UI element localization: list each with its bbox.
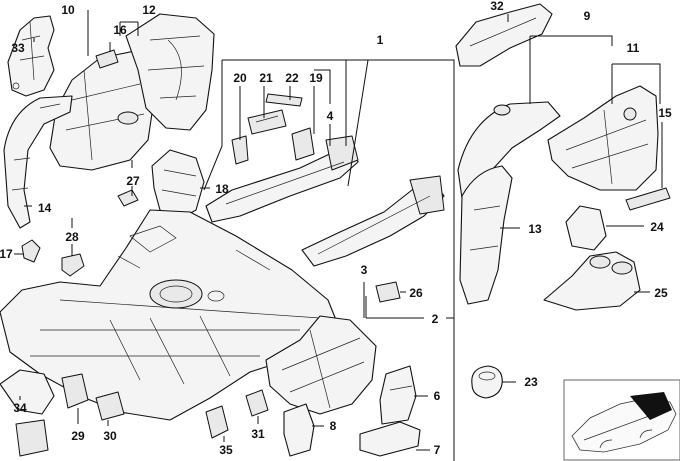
- callout-31: 31: [251, 427, 265, 441]
- callout-4: 4: [327, 109, 334, 123]
- callout-3: 3: [361, 263, 368, 277]
- part-15-strip: [625, 187, 671, 211]
- part-24-bracket: [565, 205, 607, 251]
- callout-22: 22: [285, 71, 299, 85]
- callout-16: 16: [113, 23, 127, 37]
- part-34-bracket: [0, 369, 55, 457]
- callout-30: 30: [103, 429, 117, 443]
- callout-24: 24: [650, 220, 664, 234]
- part-11-wheel-house-inner: [547, 85, 659, 191]
- part-19-bracket: [291, 127, 315, 161]
- callout-1: 1: [377, 33, 384, 47]
- callout-18: 18: [215, 182, 229, 196]
- callout-15: 15: [658, 106, 672, 120]
- callout-10: 10: [61, 3, 75, 17]
- part-16-bracket: [95, 49, 119, 69]
- part-27-bracket: [117, 189, 139, 207]
- callout-33: 33: [11, 41, 25, 55]
- callout-35: 35: [219, 443, 233, 457]
- callout-25: 25: [654, 286, 668, 300]
- callout-6: 6: [434, 389, 441, 403]
- part-14-side-panel: [3, 95, 73, 229]
- part-12-wheel-house: [125, 13, 215, 131]
- callout-27: 27: [126, 174, 140, 188]
- part-23-grommet: [471, 365, 503, 399]
- callout-7: 7: [434, 443, 441, 457]
- part-30-bracket: [95, 391, 125, 421]
- part-33-bracket: [7, 15, 55, 97]
- car-locator-icon: [563, 379, 680, 461]
- callout-9: 9: [584, 9, 591, 23]
- part-22-bracket: [265, 93, 303, 107]
- part-25-bracket: [543, 251, 641, 311]
- part-6-bracket: [379, 365, 417, 425]
- callout-23: 23: [524, 375, 538, 389]
- part-17-clip: [21, 239, 41, 263]
- part-18-bracket: [151, 149, 205, 221]
- callout-29: 29: [71, 429, 85, 443]
- callout-19: 19: [309, 71, 323, 85]
- callout-34: 34: [13, 401, 27, 415]
- callout-28: 28: [65, 230, 79, 244]
- part-26-bracket: [375, 281, 401, 303]
- callout-11: 11: [627, 41, 640, 55]
- callout-20: 20: [233, 71, 247, 85]
- part-29-bracket: [61, 373, 89, 409]
- part-3-crossmember: [301, 175, 445, 267]
- part-7-bracket: [359, 421, 421, 457]
- part-20-bracket: [231, 135, 249, 165]
- leader-lines: [14, 10, 663, 461]
- callout-26: 26: [409, 286, 423, 300]
- part-21-bracket: [247, 109, 287, 135]
- callout-labels: 1 2 3 4 6 7 8 9 10 11 12 13 14 15 16 17 …: [0, 0, 672, 457]
- locator-highlight: [630, 392, 672, 420]
- callout-13: 13: [528, 222, 542, 236]
- part-13-side-panel: [459, 165, 513, 305]
- part-31-bracket: [245, 389, 269, 417]
- part-8-bracket: [283, 403, 315, 457]
- callout-2: 2: [432, 312, 439, 326]
- callout-8: 8: [330, 419, 337, 433]
- part-28-bracket: [61, 253, 85, 277]
- callout-14: 14: [38, 201, 52, 215]
- part-35-bracket: [205, 405, 229, 439]
- part-32-bracket: [455, 3, 553, 67]
- part-2-rear-floor: [265, 315, 377, 415]
- callout-17: 17: [0, 247, 13, 261]
- part-4-crossmember: [205, 135, 359, 223]
- callout-32: 32: [490, 0, 504, 13]
- callout-12: 12: [142, 3, 156, 17]
- callout-21: 21: [259, 71, 273, 85]
